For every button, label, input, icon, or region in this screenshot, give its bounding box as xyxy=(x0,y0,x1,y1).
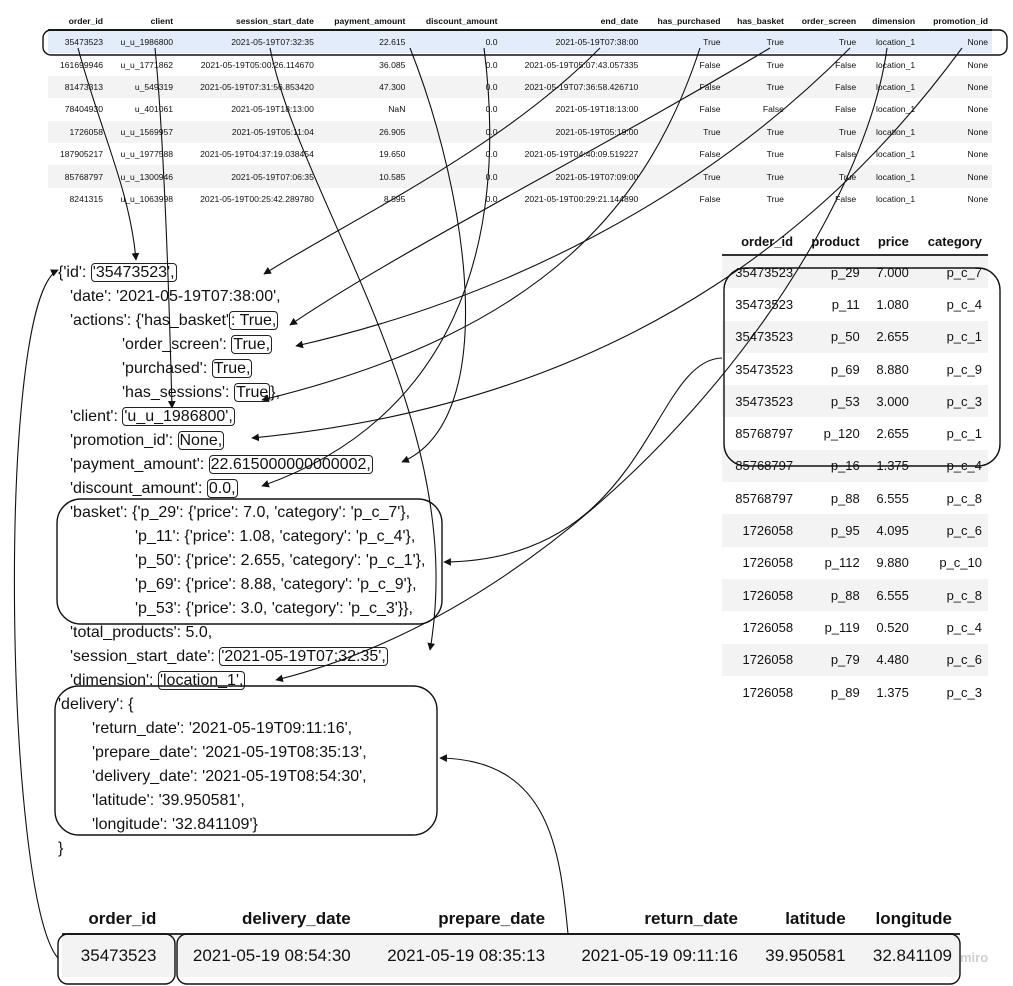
orders-header-promotion-id: promotion_id xyxy=(919,12,992,31)
json-line-delivery-date: 'delivery_date': '2021-05-19T08:54:30', xyxy=(92,768,367,785)
orders-cell-promotion-id: None xyxy=(967,149,988,160)
json-line-purchased: 'purchased': True, xyxy=(122,359,253,379)
json-line-basket: 'basket': {'p_29': {'price': 7.0, 'categ… xyxy=(70,504,411,521)
orders-cell-client: u_401061 xyxy=(134,104,174,115)
json-value-promotion-id: None, xyxy=(177,431,225,450)
json-line-latitude: 'latitude': '39.950581', xyxy=(92,792,245,809)
json-key-actions: 'actions': {'has_basket' xyxy=(70,312,229,329)
orders-header-has-purchased: has_purchased xyxy=(642,12,725,31)
json-line-total-products: 'total_products': 5.0, xyxy=(70,624,213,641)
json-key-purchased: 'purchased': xyxy=(122,360,212,377)
products-cell-order-id: 1726058 xyxy=(742,684,794,700)
json-key-client: 'client': xyxy=(70,408,123,425)
json-line-id: {'id': '35473523', xyxy=(58,263,177,283)
json-line-payment-amount: 'payment_amount': 22.615000000000002, xyxy=(70,455,373,475)
products-cell-price: 1.375 xyxy=(876,684,909,700)
products-cell-category: p_c_8 xyxy=(946,490,982,506)
miro-watermark: miro xyxy=(960,950,989,965)
json-line-promotion-id: 'promotion_id': None, xyxy=(70,431,225,451)
orders-cell-promotion-id: None xyxy=(967,59,988,70)
orders-cell-promotion-id: None xyxy=(967,104,988,115)
json-line-basket-p69: 'p_69': {'price': 8.88, 'category': 'p_c… xyxy=(135,576,417,593)
orders-header-discount-amount: discount_amount xyxy=(409,12,502,31)
orders-header-end-date: end_date xyxy=(501,12,643,31)
json-line-date: 'date': '2021-05-19T07:38:00', xyxy=(70,288,281,305)
delivery-header-longitude: longitude xyxy=(853,905,960,935)
orders-cell-client: u_u_1063998 xyxy=(120,193,174,204)
json-value-session-start: '2021-05-19T07:32:35', xyxy=(219,647,388,666)
products-cell-category: p_c_6 xyxy=(914,514,988,547)
orders-header-order-id: order_id xyxy=(48,12,107,31)
json-key-payment-amount: 'payment_amount': xyxy=(70,456,209,473)
products-cell-category: p_c_8 xyxy=(914,578,988,612)
orders-header-payment-amount: payment_amount xyxy=(317,12,410,31)
json-key-has-sessions: 'has_sessions': xyxy=(122,384,234,401)
json-key-session-start: 'session_start_date': xyxy=(70,648,220,665)
json-line-basket-p11: 'p_11': {'price': 1.08, 'category': 'p_c… xyxy=(135,528,416,545)
json-value-purchased: True, xyxy=(211,359,253,378)
json-line-delivery: 'delivery': { xyxy=(58,696,134,713)
json-value-dimension: 'location_1', xyxy=(157,671,246,690)
json-key-id: {'id': xyxy=(58,264,91,281)
orders-header-dimension: dimension xyxy=(860,12,920,31)
json-line-session-start: 'session_start_date': '2021-05-19T07:32:… xyxy=(70,647,388,667)
json-line-client: 'client': 'u_u_1986800', xyxy=(70,407,235,427)
json-line-close: } xyxy=(58,840,64,857)
orders-header-client: client xyxy=(107,12,178,31)
orders-header-session-start-date: session_start_date xyxy=(177,12,318,31)
products-cell-category: p_c_4 xyxy=(946,619,982,635)
json-line-basket-p53: 'p_53': {'price': 3.0, 'category': 'p_c_… xyxy=(135,600,413,617)
products-cell-category: p_c_10 xyxy=(939,555,982,571)
json-line-longitude: 'longitude': '32.841109'} xyxy=(92,816,258,833)
products-cell-category: p_c_6 xyxy=(914,643,988,676)
json-actions-close: }, xyxy=(270,384,281,401)
orders-cell-promotion-id: None xyxy=(967,193,988,204)
json-line-dimension: 'dimension': 'location_1', xyxy=(70,671,246,691)
json-value-client: 'u_u_1986800', xyxy=(122,407,235,426)
json-value-discount-amount: 0.0, xyxy=(206,479,238,498)
json-line-discount-amount: 'discount_amount': 0.0, xyxy=(70,479,238,499)
json-line-actions: 'actions': {'has_basket': True, xyxy=(70,311,279,331)
json-key-discount-amount: 'discount_amount': xyxy=(70,480,207,497)
json-value-payment-amount: 22.615000000000002, xyxy=(208,455,373,474)
orders-header-has-basket: has_basket xyxy=(724,12,788,31)
products-row: 1726058 p_89 1.375 p_c_3 xyxy=(722,676,988,708)
products-cell-category: p_c_3 xyxy=(946,684,982,700)
orders-cell-client: u_u_1977588 xyxy=(120,149,174,160)
json-value-has-basket: : True, xyxy=(228,311,279,330)
json-value-id: '35473523', xyxy=(90,263,177,282)
delivery-header-delivery-date: delivery_date xyxy=(164,905,359,935)
json-line-has-sessions: 'has_sessions': True}, xyxy=(122,383,280,403)
json-key-dimension: 'dimension': xyxy=(70,672,158,689)
json-key-promotion-id: 'promotion_id': xyxy=(70,432,178,449)
json-line-return-date: 'return_date': '2021-05-19T09:11:16', xyxy=(92,720,353,737)
orders-cell-client: u_u_1771862 xyxy=(120,59,174,70)
json-value-order-screen: True, xyxy=(231,335,273,354)
delivery-header-return-date: return_date xyxy=(553,905,746,935)
json-value-has-sessions: True xyxy=(233,383,271,402)
delivery-header-order-id: order_id xyxy=(62,905,165,935)
json-line-basket-p50: 'p_50': {'price': 2.655, 'category': 'p_… xyxy=(135,552,426,569)
json-line-order-screen: 'order_screen': True, xyxy=(122,335,273,355)
products-cell-product: p_89 xyxy=(830,684,860,700)
orders-header-order-screen: order_screen xyxy=(787,12,861,31)
delivery-header-latitude: latitude xyxy=(745,905,854,935)
json-line-prepare-date: 'prepare_date': '2021-05-19T08:35:13', xyxy=(92,744,367,761)
json-key-order-screen: 'order_screen': xyxy=(122,336,232,353)
